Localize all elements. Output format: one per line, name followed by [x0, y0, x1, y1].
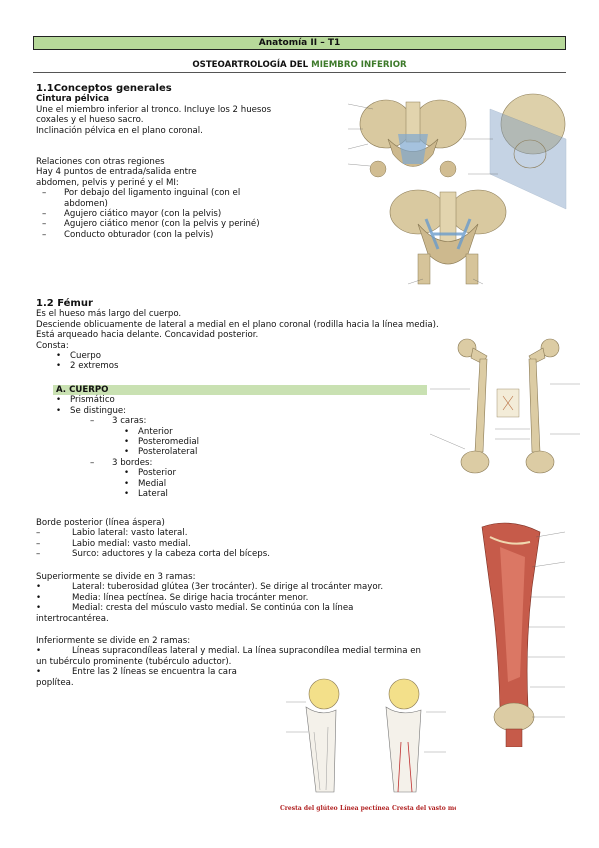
- list-item: •Lateral: [124, 489, 168, 500]
- paragraph-line: Es el hueso más largo del cuerpo.: [36, 309, 182, 320]
- list-item: –Surco: aductores y la cabeza corta del …: [36, 549, 270, 560]
- section-heading: 1.1Conceptos generales: [36, 83, 172, 94]
- list-item: •Se distingue:: [56, 405, 127, 416]
- cuerpo-highlight-bar: [53, 385, 427, 395]
- paragraph-title: Inferiormente se divide en 2 ramas:: [36, 636, 191, 646]
- paragraph-line: Inclinación pélvica en el plano coronal.: [36, 125, 203, 136]
- paragraph-line: abdomen, pelvis y periné y el MI:: [36, 177, 179, 188]
- proximal-femur-right-image: [385, 678, 422, 793]
- paragraph-line: Consta:: [36, 340, 69, 351]
- document-title: Anatomía II – T1: [258, 38, 341, 48]
- list-item: –Agujero ciático mayor (con la pelvis): [42, 209, 222, 220]
- paragraph-line: Hay 4 puntos de entrada/salida entre: [36, 167, 197, 178]
- pelvis-illustration: [318, 84, 568, 294]
- list-item: –Por debajo del ligamento inguinal (con …: [42, 188, 241, 199]
- subtitle-prefix: OSTEOARTROLOGÍA DEL: [192, 60, 312, 70]
- list-item: •2 extremos: [56, 361, 119, 372]
- list-item: •Lateral: tuberosidad glútea (3er trocán…: [36, 582, 384, 593]
- subtitle-rule: [33, 72, 566, 73]
- list-item: •Posteromedial: [124, 437, 200, 448]
- proximal-femur-figure: Cresta del glúteo Línea pectínea Cresta …: [276, 672, 456, 820]
- paragraph-line: un tubérculo prominente (tubérculo aduct…: [36, 656, 232, 667]
- subsection-cuerpo: A. CUERPO •Prismático •Se distingue: –3 …: [56, 385, 426, 499]
- thigh-muscle-illustration: [470, 517, 585, 747]
- femur-illustration: [425, 334, 585, 484]
- list-item: –Conducto obturador (con la pelvis): [42, 229, 214, 240]
- document-subtitle: OSTEOARTROLOGÍA DEL MIEMBRO INFERIOR: [33, 60, 566, 71]
- caption-linea-pectinea: Línea pectínea: [340, 805, 390, 812]
- paragraph-line: Está arqueado hacia delante. Concavidad …: [36, 330, 259, 341]
- list-item: •Líneas supracondíleas lateral y medial.…: [36, 646, 421, 657]
- pelvis-posterior-image: [389, 189, 507, 285]
- list-item: •Entre las 2 líneas se encuentra la cara: [36, 667, 237, 678]
- list-item: •Posterior: [124, 468, 176, 479]
- paragraph-line: Desciende oblicuamente de lateral a medi…: [36, 319, 439, 330]
- section-heading: 1.2 Fémur: [36, 298, 93, 309]
- list-item: –Labio medial: vasto medial.: [36, 538, 191, 549]
- femur-posterior-image: [525, 338, 560, 474]
- list-item: –Agujero ciático menor (con la pelvis y …: [42, 219, 260, 230]
- subsection-heading: A. CUERPO: [56, 385, 109, 395]
- list-item: •Prismático: [56, 395, 115, 406]
- femur-anterior-image: [457, 338, 490, 474]
- paragraph-title: Borde posterior (línea áspera): [36, 518, 165, 528]
- section-femur: 1.2 Fémur Es el hueso más largo del cuer…: [36, 298, 476, 372]
- section-superiormente: Superiormente se divide en 3 ramas: •Lat…: [36, 572, 456, 624]
- paragraph-title: Superiormente se divide en 3 ramas:: [36, 572, 196, 582]
- list-item: •Medial: cresta del músculo vasto medial…: [36, 603, 354, 614]
- list-item: •Anterior: [124, 426, 173, 437]
- section-subheading: Cintura pélvica: [36, 94, 109, 105]
- paragraph-line: coxales y el hueso sacro.: [36, 115, 144, 126]
- pelvis-anterior-image: [359, 99, 467, 178]
- list-item: –3 caras:: [90, 416, 147, 427]
- caption-cresta-gluteo: Cresta del glúteo: [280, 805, 338, 812]
- subtitle-accent: MIEMBRO INFERIOR: [311, 60, 407, 70]
- list-item: •Medial: [124, 478, 167, 489]
- list-item: –Labio lateral: vasto lateral.: [36, 528, 188, 539]
- proximal-femur-left-image: [305, 678, 340, 793]
- paragraph-line: poplítea.: [36, 677, 74, 688]
- section-borde-posterior: Borde posterior (línea áspera) –Labio la…: [36, 518, 436, 560]
- caption-cresta-vasto-medial: Cresta del vasto medial: [392, 805, 456, 812]
- list-item: •Media: línea pectínea. Se dirige hacia …: [36, 592, 309, 603]
- list-item: •Cuerpo: [56, 351, 101, 362]
- list-item-continuation: abdomen): [64, 198, 108, 209]
- paragraph-line: intertrocantérea.: [36, 613, 109, 624]
- relations-title: Relaciones con otras regiones: [36, 157, 165, 168]
- section-conceptos-generales: 1.1Conceptos generales Cintura pélvica U…: [36, 83, 306, 240]
- paragraph-line: Une el miembro inferior al tronco. Inclu…: [36, 104, 272, 115]
- list-item: –3 bordes:: [90, 457, 153, 468]
- list-item: •Posterolateral: [124, 447, 198, 458]
- document-header: Anatomía II – T1: [33, 36, 566, 50]
- pelvis-tilt-image: [489, 93, 567, 210]
- section-inferiormente: Inferiormente se divide en 2 ramas: •Lín…: [36, 636, 456, 688]
